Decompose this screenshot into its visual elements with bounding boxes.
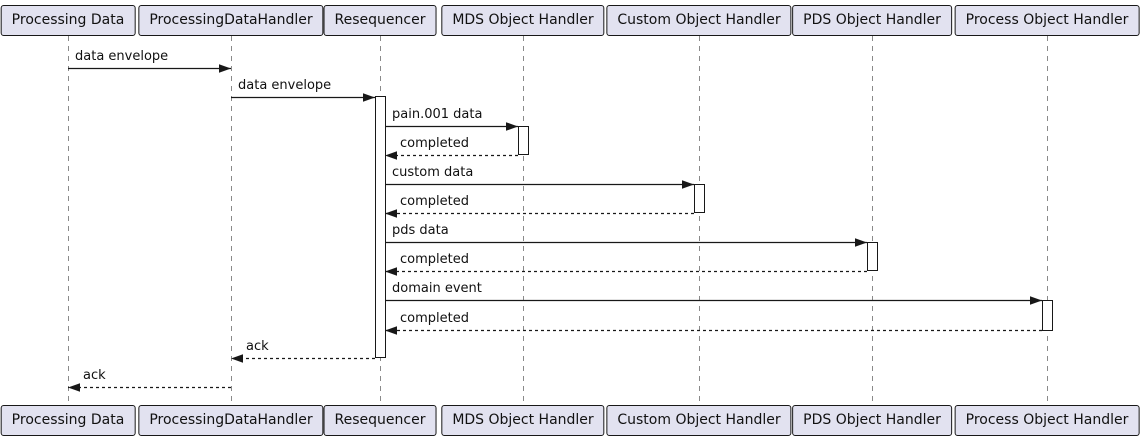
participant-top-box: ProcessingDataHandler [138,5,324,36]
participant-bottom-box: PDS Object Handler [792,405,952,436]
participant-top-box: Processing Data [0,5,136,36]
activation-bar [867,242,878,271]
participant-bottom-box: MDS Object Handler [441,405,605,436]
participant-bottom-box: Processing Data [0,405,136,436]
participant-bottom-box: Resequencer [323,405,437,436]
message-label: data envelope [75,49,169,64]
message-label: domain event [392,281,482,296]
participant-bottom-box: ProcessingDataHandler [138,405,324,436]
message-label: data envelope [238,78,332,93]
participant-bottom-box: Process Object Handler [954,405,1140,436]
arrowhead-icon [68,383,80,392]
arrowhead-icon [1030,296,1042,305]
message-label: completed [400,194,469,209]
arrowhead-icon [385,209,397,218]
message-label: custom data [392,165,474,180]
activation-bar [694,184,705,213]
arrowhead-icon [506,122,518,131]
arrowhead-icon [363,93,375,102]
activation-bar [1042,300,1053,331]
message-label: completed [400,252,469,267]
arrowhead-icon [682,180,694,189]
participant-top-box: MDS Object Handler [441,5,605,36]
participant-top-box: PDS Object Handler [792,5,952,36]
message-label: ack [83,368,106,383]
participant-top-box: Resequencer [323,5,437,36]
message-label: ack [246,339,269,354]
activation-bar [518,126,529,155]
message-label: pain.001 data [392,107,483,122]
participant-top-box: Custom Object Handler [606,5,792,36]
activation-bar [375,96,386,358]
arrowhead-icon [855,238,867,247]
arrowhead-icon [385,326,397,335]
participant-top-box: Process Object Handler [954,5,1140,36]
message-label: completed [400,311,469,326]
arrowhead-icon [385,151,397,160]
participant-bottom-box: Custom Object Handler [606,405,792,436]
arrowhead-icon [385,267,397,276]
arrowhead-icon [231,354,243,363]
message-label: pds data [392,223,449,238]
arrowhead-icon [219,64,231,73]
message-label: completed [400,136,469,151]
